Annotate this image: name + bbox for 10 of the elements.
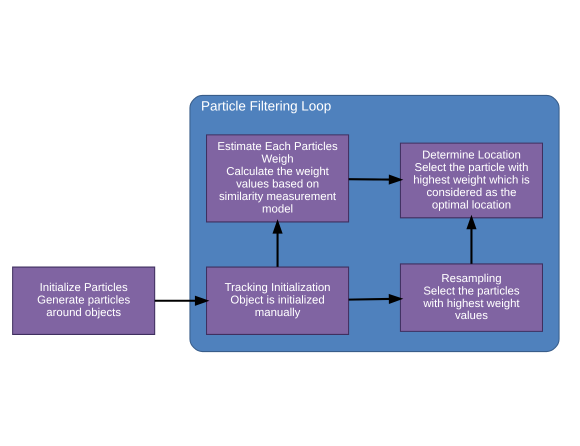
arrow bbox=[154, 295, 210, 306]
arrow bbox=[272, 218, 283, 266]
node-box: Estimate Each Particles Weigh Calculate the weight values based on similarity measurement model bbox=[206, 134, 350, 222]
arrow bbox=[348, 293, 404, 304]
node-box: Tracking Initialization Object is initialized manually bbox=[206, 266, 350, 334]
node-box: Initialize Particles Generate particles around objects bbox=[12, 266, 156, 334]
arrow bbox=[466, 214, 477, 264]
arrow bbox=[348, 174, 404, 184]
node-box: Determine Location Select the particle with highest weight which is considered as the optimal location bbox=[400, 142, 543, 218]
node-box: Resampling Select the particles with highest weight values bbox=[400, 262, 543, 332]
